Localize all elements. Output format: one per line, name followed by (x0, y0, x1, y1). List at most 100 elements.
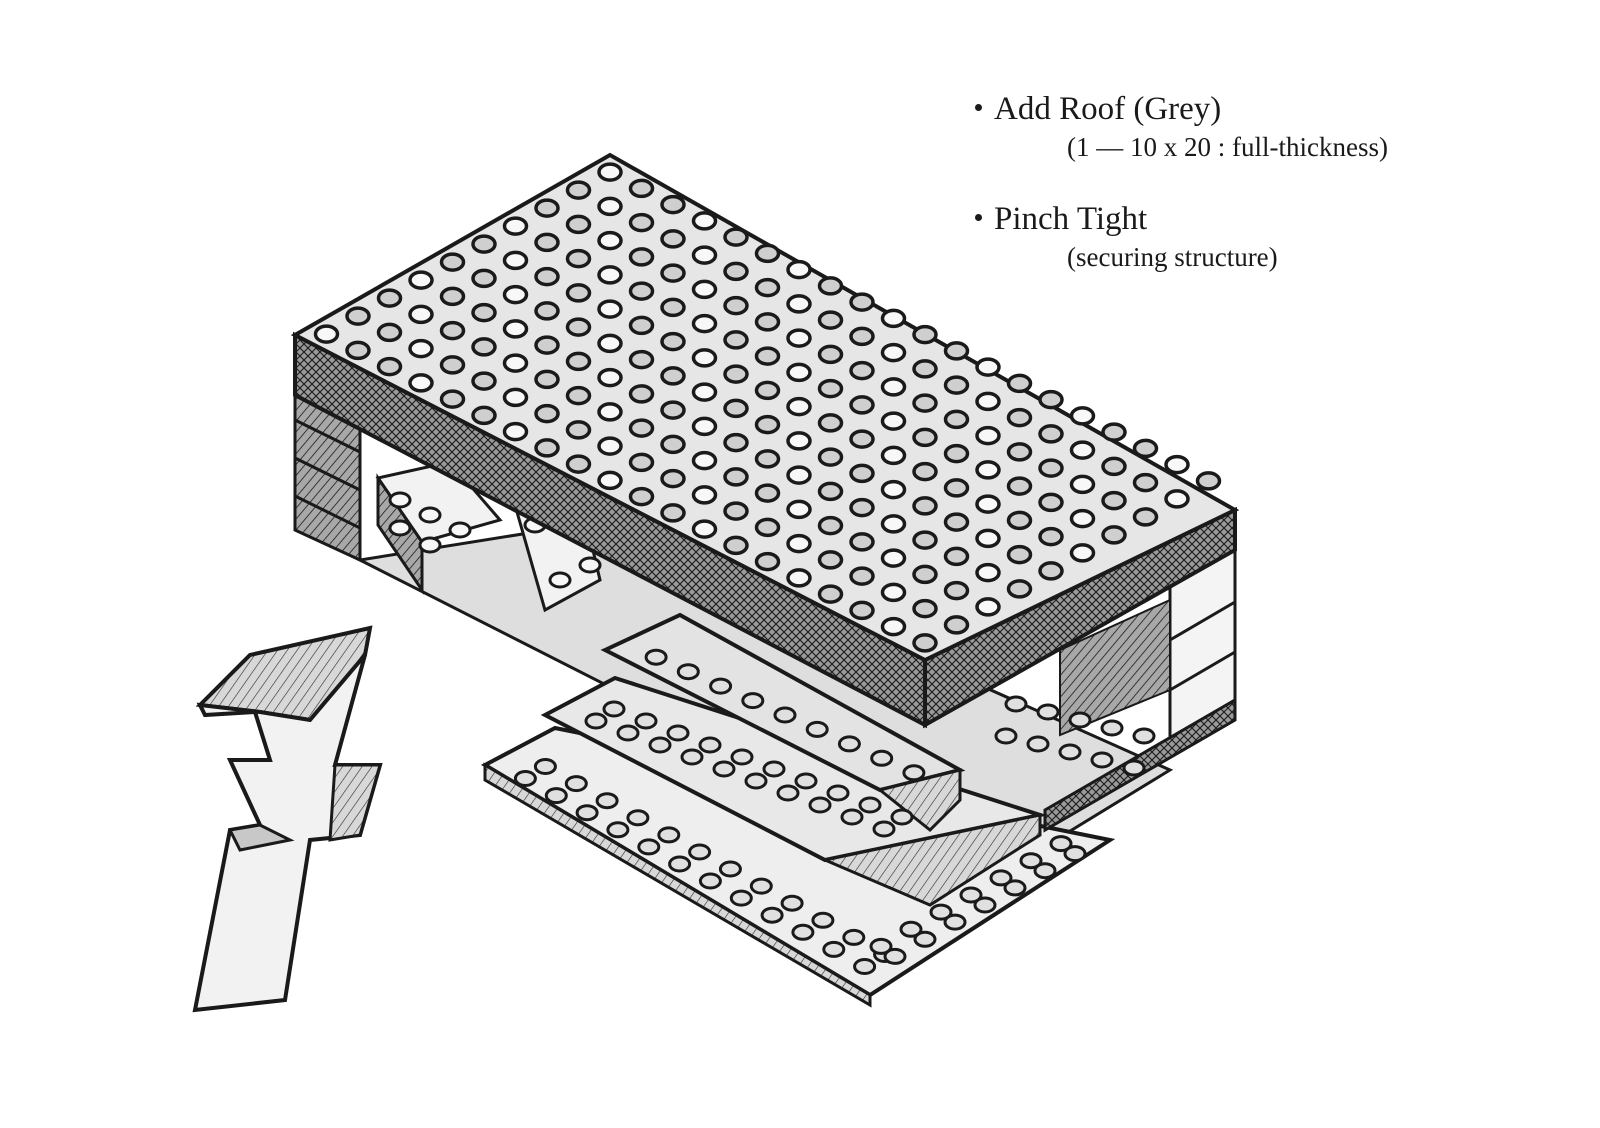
roof-stud (849, 326, 875, 347)
roof-stud (628, 212, 655, 233)
roof-stud (880, 308, 907, 329)
plate-stud (902, 764, 926, 782)
roof-stud (597, 162, 623, 182)
roof-stud (754, 346, 781, 366)
roof-stud (975, 425, 1001, 446)
roof-stud (723, 535, 749, 556)
plate-stud (1019, 852, 1043, 870)
roof-stud (786, 431, 812, 451)
roof-stud (471, 302, 497, 323)
roof-stud (691, 485, 718, 505)
roof-stud (754, 414, 781, 435)
roof-stud (912, 633, 938, 653)
plate-stud (606, 821, 630, 839)
roof-stud (1038, 424, 1064, 444)
stair-plate-1-side (483, 762, 872, 1008)
roof-stud (1069, 440, 1096, 460)
roof-stud (660, 263, 686, 283)
roof-stud (723, 261, 749, 282)
roof-stud (408, 338, 434, 359)
plate-stud (842, 928, 866, 946)
plate-stud (668, 855, 692, 873)
roof-stud (597, 436, 623, 456)
roof-stud (723, 501, 749, 521)
roof-stud (376, 288, 403, 308)
plate-stud (943, 913, 967, 931)
inner-studs (388, 491, 602, 589)
roof-stud (660, 366, 686, 386)
roof-stud (943, 478, 970, 498)
roof-stud (943, 375, 970, 395)
plate-stud (1068, 711, 1092, 729)
roof-stud (912, 427, 938, 448)
roof-stud (1132, 507, 1159, 527)
plate-stud (657, 826, 681, 844)
plate-stud (712, 760, 736, 778)
roof-stud (754, 380, 781, 401)
roof-stud (912, 598, 938, 619)
roof-stud (628, 384, 655, 404)
plate-stud (973, 896, 997, 914)
plate-stud (533, 758, 557, 775)
step-note: (securing structure) (1067, 242, 1278, 272)
roof-stud (1006, 510, 1033, 531)
roof-stud (565, 214, 592, 235)
plate-stud (808, 796, 832, 814)
roof-stud (691, 519, 718, 539)
roof-stud (1006, 407, 1033, 428)
plate-stud (1100, 719, 1124, 737)
roof-stud (912, 324, 938, 345)
roof-stud (376, 356, 403, 377)
plate-stud (1132, 727, 1156, 745)
roof-stud (1006, 442, 1033, 462)
roof-stud (597, 265, 623, 285)
plate-stud (1033, 862, 1057, 880)
roof-stud (691, 245, 718, 265)
plate-stud (744, 772, 768, 790)
stair-plate-2-side (820, 813, 1042, 907)
roof-stud (471, 234, 497, 254)
roof-stud (723, 330, 749, 350)
roof-stud (502, 319, 529, 339)
roof-stud (597, 470, 623, 491)
roof-stud (628, 178, 655, 199)
roof-stud (439, 286, 466, 307)
roof-stud (408, 373, 434, 393)
roof-stud (943, 512, 970, 532)
roof-stud (502, 353, 529, 373)
step-note: (1 — 10 x 20 : full-thickness) (1067, 132, 1388, 162)
roof-stud (565, 248, 592, 269)
roof-stud (597, 230, 623, 251)
plate-stud (730, 748, 754, 766)
roof-stud (943, 409, 970, 430)
roof-stud (439, 252, 466, 272)
roof-stud (660, 503, 686, 523)
plate-stud (616, 724, 640, 742)
roof-stud (408, 270, 434, 290)
roof-stud (628, 281, 655, 301)
roof-stud (408, 304, 434, 325)
roof-stud (471, 337, 497, 357)
roof-stud (565, 420, 592, 440)
plate-stud (1058, 743, 1082, 761)
roof-stud (912, 530, 938, 550)
roof-stud (817, 515, 844, 536)
plate-stud (680, 748, 704, 766)
plate-stud (899, 920, 923, 938)
plate-stud (688, 843, 712, 861)
roof-stud (849, 360, 875, 381)
plate-stud (634, 712, 658, 730)
roof-stud (313, 324, 340, 344)
plate-stud (959, 886, 983, 904)
roof-stud (786, 533, 812, 554)
roof-stud (943, 615, 970, 635)
roof-stud (660, 400, 686, 420)
roof-stud (723, 398, 749, 419)
roof-stud (975, 597, 1001, 617)
roof-stud (502, 216, 529, 236)
roof-stud (1164, 489, 1190, 509)
roof-stud (880, 514, 907, 534)
plate-stud (872, 820, 896, 838)
roof-stud (849, 600, 875, 621)
plate-stud (858, 796, 882, 814)
